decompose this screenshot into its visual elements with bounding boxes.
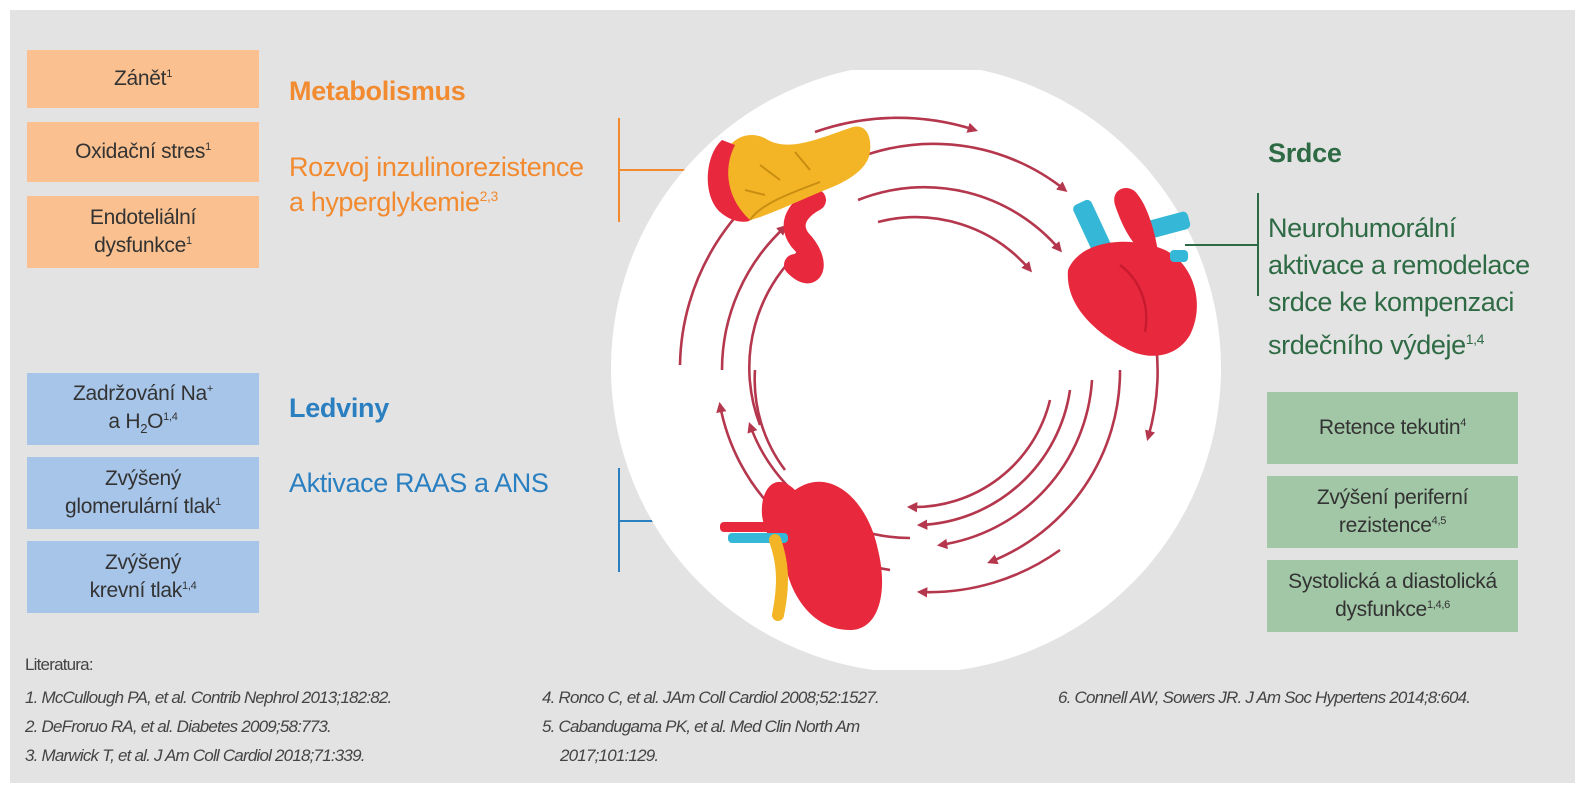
reference-item: 2017;101:129. xyxy=(560,746,659,765)
cycle-arrow xyxy=(916,548,1061,598)
box-retence-tekutin: Retence tekutin4 xyxy=(1267,392,1518,464)
reference-item: 6. Connell AW, Sowers JR. J Am Soc Hyper… xyxy=(1058,688,1471,707)
metabolismus-connector xyxy=(620,169,690,171)
srdce-heading: Srdce xyxy=(1268,138,1342,168)
cycle-arrow xyxy=(987,369,1122,565)
reference-item: 3. Marwick T, et al. J Am Coll Cardiol 2… xyxy=(25,746,365,765)
reference-item: 1. McCullough PA, et al. Contrib Nephrol… xyxy=(25,688,392,707)
cycle-arrow xyxy=(720,224,788,371)
srdce-bracket xyxy=(1257,193,1259,296)
ledviny-bracket xyxy=(618,468,620,572)
cycle-arrow xyxy=(906,399,1052,513)
cycle-arrow xyxy=(877,215,1033,273)
references: Literatura: 1. McCullough PA, et al. Con… xyxy=(25,655,1565,775)
box-oxidacni-stres: Oxidační stres1 xyxy=(27,122,259,182)
heart-icon xyxy=(1067,187,1197,356)
reference-item: 2. DeFroruo RA, et al. Diabetes 2009;58:… xyxy=(25,717,332,736)
pancreas-icon xyxy=(707,126,871,284)
cycle-arrow xyxy=(814,116,978,134)
references-column-1: 1. McCullough PA, et al. Contrib Nephrol… xyxy=(25,683,392,770)
white-circle-background xyxy=(611,70,1221,670)
references-column-3: 6. Connell AW, Sowers JR. J Am Soc Hyper… xyxy=(1058,683,1471,712)
srdce-description: Neurohumorální aktivace a remodelace srd… xyxy=(1268,213,1530,360)
cycle-arrow xyxy=(753,369,787,471)
references-title: Literatura: xyxy=(25,655,94,674)
reference-item: 5. Cabandugama PK, et al. Med Clin North… xyxy=(542,717,860,736)
box-zanet: Zánět1 xyxy=(27,50,259,108)
reference-item: 4. Ronco C, et al. JAm Coll Cardiol 2008… xyxy=(542,688,880,707)
cycle-arrow xyxy=(857,185,1063,253)
metabolismus-heading: Metabolismus xyxy=(289,76,466,106)
box-zadrzovani-na: Zadržování Na+a H2O1,4 xyxy=(27,373,259,445)
cycle-arrow xyxy=(936,379,1094,550)
ledviny-heading: Ledviny xyxy=(289,393,389,423)
ledviny-description: Aktivace RAAS a ANS xyxy=(289,468,549,498)
organ-cycle-diagram xyxy=(611,70,1221,670)
cycle-arrow xyxy=(916,389,1072,530)
kidney-icon xyxy=(720,481,883,630)
metabolismus-bracket xyxy=(618,118,620,222)
references-column-2: 4. Ronco C, et al. JAm Coll Cardiol 2008… xyxy=(542,683,880,770)
srdce-connector xyxy=(1185,244,1257,246)
